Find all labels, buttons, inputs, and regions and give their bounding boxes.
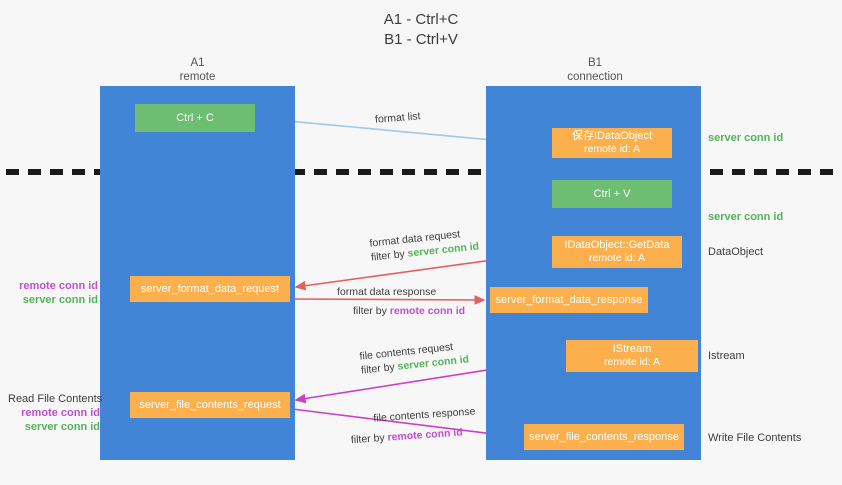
node-getdata-sub: remote id: A [588, 252, 646, 264]
node-istream-label: IStream [612, 343, 652, 355]
node-idataobject-getdata[interactable]: IDataObject::GetData remote id: A [552, 236, 682, 268]
node-ctrl-c-label: Ctrl + C [176, 111, 214, 124]
node-server-file-contents-response-label: server_file_contents_response [529, 430, 679, 443]
filter-prefix: filter by [370, 247, 409, 264]
edge-label-format-data-response-filter: filter by remote conn id [353, 304, 465, 318]
node-server-file-contents-response[interactable]: server_file_contents_response [524, 424, 684, 450]
annotation-server-conn-id: server conn id [24, 421, 100, 433]
filter-prefix: filter by [360, 360, 399, 377]
node-server-format-data-response-label: server_format_data_response [495, 293, 643, 306]
filter-value-remote-conn-id: remote conn id [389, 305, 466, 317]
node-ctrl-v-label: Ctrl + V [593, 187, 631, 200]
annotation-format-conn-ids: remote conn id server conn id [8, 279, 98, 307]
node-server-format-data-request[interactable]: server_format_data_request [130, 276, 290, 302]
annotation-read-file-contents-header: Read File Contents [8, 393, 103, 405]
node-getdata-label: IDataObject::GetData [564, 239, 670, 251]
node-ctrl-v[interactable]: Ctrl + V [552, 180, 672, 208]
title-line-1: A1 - Ctrl+C [383, 11, 459, 28]
lane-a1-role: remote [179, 70, 216, 83]
annotation-server-conn-id: server conn id [22, 294, 98, 306]
edge-label-format-data-response: format data response filter by remote co… [337, 285, 465, 318]
node-server-file-contents-request[interactable]: server_file_contents_request [130, 392, 290, 418]
filter-prefix: filter by [350, 431, 388, 447]
node-istream[interactable]: IStream remote id: A [566, 340, 698, 372]
node-ctrl-c[interactable]: Ctrl + C [135, 104, 255, 132]
annotation-server-conn-id-mid: server conn id [708, 211, 784, 223]
node-istream-sub: remote id: A [603, 356, 661, 368]
annotation-remote-conn-id: remote conn id [21, 407, 100, 419]
annotation-istream: Istream [708, 350, 745, 362]
arrow-file-contents-response [291, 408, 520, 441]
annotation-write-file-contents: Write File Contents [708, 432, 802, 444]
edge-label-format-list-text: format list [374, 110, 421, 126]
node-save-idataobject-label: 保存IDataObject [571, 130, 653, 142]
arrow-format-data-response [291, 295, 486, 305]
node-server-file-contents-request-label: server_file_contents_request [139, 398, 281, 411]
annotation-read-file-contents: Read File Contents remote conn id server… [8, 392, 103, 434]
annotation-server-conn-id-top: server conn id [708, 132, 784, 144]
lane-header-b1: B1 connection [520, 57, 670, 84]
lane-header-a1: A1 remote [120, 57, 275, 84]
filter-prefix: filter by [353, 305, 390, 317]
node-save-idataobject-sub: remote id: A [583, 143, 641, 155]
node-server-format-data-response[interactable]: server_format_data_response [490, 287, 648, 313]
lane-b1-name: B1 [587, 57, 603, 69]
lane-a1-name: A1 [190, 57, 205, 69]
page-title: A1 - Ctrl+C B1 - Ctrl+V [0, 10, 842, 50]
annotation-remote-conn-id: remote conn id [19, 280, 98, 292]
node-save-idataobject[interactable]: 保存IDataObject remote id: A [552, 128, 672, 158]
edge-label-file-contents-response: file contents response filter by remote … [350, 404, 477, 446]
node-server-format-data-request-label: server_format_data_request [140, 282, 280, 295]
edge-label-format-data-response-line1: format data response [337, 286, 437, 298]
annotation-dataobject: DataObject [708, 246, 764, 258]
lane-b1-role: connection [567, 70, 623, 83]
title-line-2: B1 - Ctrl+V [384, 31, 458, 48]
